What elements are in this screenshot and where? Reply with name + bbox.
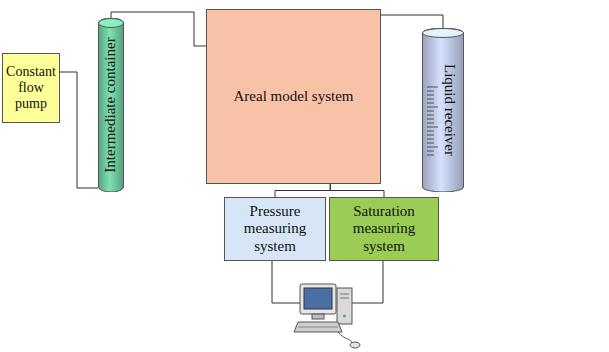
computer-icon (294, 284, 360, 348)
receiver-cylinder: Liquid receiver (422, 28, 464, 192)
pipe-line (381, 15, 443, 28)
pipe-line (330, 184, 384, 197)
node-label: Saturation measuring system (334, 203, 434, 255)
measuring-box: Pressure measuring system (224, 197, 326, 261)
pipe-line (60, 72, 98, 188)
wire (272, 260, 300, 303)
container-cylinder: Intermediate container (98, 18, 124, 192)
node-label: Constant flow pump (6, 64, 56, 112)
pipe-line (275, 184, 330, 197)
pipe-line (111, 12, 206, 46)
measuring-box: Saturation measuring system (329, 197, 439, 261)
node-label: Intermediate container (102, 37, 119, 172)
node-label: Liquid receiver (440, 64, 457, 156)
node-label: Pressure measuring system (229, 203, 321, 255)
wire (352, 260, 383, 303)
pump-box: Constant flow pump (2, 53, 60, 123)
model-box: Areal model system (206, 9, 381, 184)
node-label: Areal model system (234, 88, 354, 105)
